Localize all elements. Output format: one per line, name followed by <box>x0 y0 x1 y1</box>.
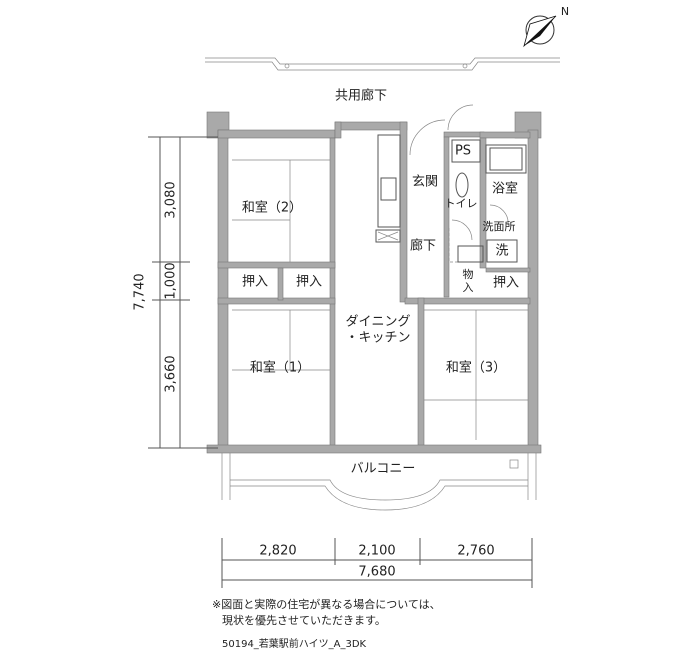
room-storage-2: 入 <box>463 281 474 294</box>
room-toilet: トイレ <box>445 197 478 210</box>
disclaimer-line-1: ※図面と実際の住宅が異なる場合については、 <box>212 598 441 611</box>
toilet-icon <box>455 172 469 198</box>
common-corridor-label: 共用廊下 <box>335 88 387 104</box>
doors <box>409 104 509 241</box>
vertical-dimension-2: 1,000 <box>164 262 179 299</box>
vertical-dimension-3: 3,660 <box>164 355 179 392</box>
room-washitsu-1: 和室（1） <box>250 360 310 376</box>
room-oshiire-3: 押入 <box>493 276 519 291</box>
horizontal-dimension-2: 2,100 <box>358 544 395 559</box>
vertical-dimension-1: 3,080 <box>164 181 179 218</box>
room-dining-kitchen-line2: ・キッチン <box>345 331 410 346</box>
washroom-outline <box>448 228 486 263</box>
room-bath: 浴室 <box>492 181 518 197</box>
plan-caption: 50194_若葉駅前ハイツ_A_3DK <box>222 639 367 650</box>
vertical-total-dimension: 7,740 <box>133 273 148 310</box>
horizontal-dimension-1: 2,820 <box>259 544 296 559</box>
disclaimer-line-2: 現状を優先させていただきます。 <box>222 614 386 627</box>
room-oshiire-2: 押入 <box>296 275 322 290</box>
horizontal-total-dimension: 7,680 <box>358 565 395 580</box>
room-ps: PS <box>455 144 471 159</box>
balcony-label: バルコニー <box>351 462 416 477</box>
room-rouka: 廊下 <box>410 238 436 254</box>
room-dining-kitchen-line1: ダイニング <box>345 315 410 330</box>
kitchen-counter <box>375 134 401 243</box>
ps-box <box>451 139 481 163</box>
room-washer: 洗 <box>495 244 508 259</box>
vertical-dimension-lines <box>148 136 218 449</box>
room-storage-1: 物 <box>463 267 474 281</box>
horizontal-dimension-3: 2,760 <box>457 544 494 559</box>
sink-icon <box>457 245 484 263</box>
room-washroom: 洗面所 <box>483 220 516 233</box>
bathtub-icon <box>485 144 527 174</box>
horizontal-dimension-lines <box>221 538 533 588</box>
room-oshiire-1: 押入 <box>242 275 268 290</box>
washer-box <box>486 239 518 263</box>
common-corridor-railing <box>205 57 560 71</box>
walls <box>206 111 542 454</box>
compass-label: N <box>561 5 569 18</box>
compass-icon: N <box>523 5 569 48</box>
balcony-railing <box>221 453 537 511</box>
room-washitsu-3: 和室（3） <box>446 360 506 376</box>
room-washitsu-2: 和室（2） <box>242 200 302 216</box>
tatami-lines <box>232 159 528 440</box>
room-genkan: 玄関 <box>412 175 438 190</box>
